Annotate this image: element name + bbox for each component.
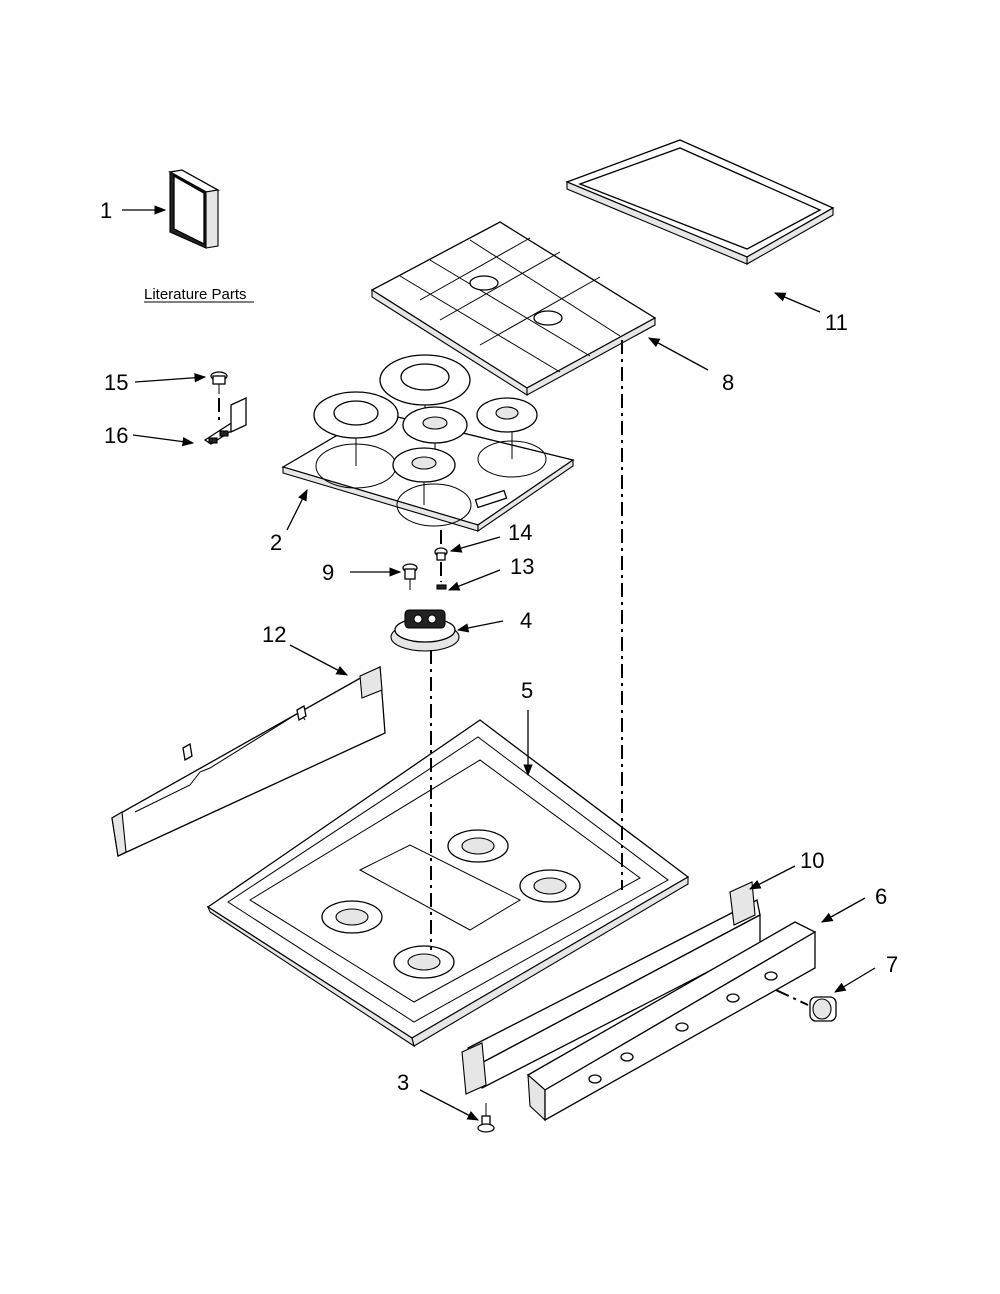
screw-part-9[interactable] [402,563,418,590]
leader-arrows [122,205,876,1121]
callout-5: 5 [521,678,533,703]
assembly-lines [430,340,809,1006]
screw-part-3[interactable] [477,1103,495,1133]
callout-3: 3 [397,1070,409,1095]
callout-12: 12 [262,622,286,647]
callout-6: 6 [875,884,887,909]
callout-16: 16 [104,423,128,448]
bracket-part-16[interactable] [203,396,247,445]
callout-11: 11 [825,310,848,335]
callout-2: 2 [270,530,282,555]
spring-part-13[interactable] [436,562,447,590]
callout-7: 7 [886,952,898,977]
callout-15: 15 [104,370,128,395]
control-knob-part[interactable] [809,996,837,1022]
callout-labels: 1 2 3 4 5 6 7 8 9 10 11 12 13 14 15 16 [100,198,898,1095]
burner-grate-part[interactable] [370,221,657,396]
callout-1: 1 [100,198,112,223]
callout-8: 8 [722,370,734,395]
manifold-panel-part[interactable] [526,921,817,1122]
callout-4: 4 [520,608,532,633]
literature-parts-label: Literature Parts [144,286,247,303]
rear-panel-part[interactable] [111,665,386,857]
control-bracket-part[interactable] [461,881,761,1095]
literature-booklet-part[interactable] [168,169,220,249]
callout-9: 9 [322,560,334,585]
burner-caps-part[interactable] [313,354,538,505]
callout-10: 10 [800,848,824,873]
cooktop-frame-panel-part[interactable] [565,139,835,265]
callout-14: 14 [508,520,532,545]
screw-part-14[interactable] [434,547,448,561]
screw-part-15[interactable] [210,371,228,420]
main-top-part[interactable] [206,719,690,1048]
burner-base-part[interactable] [390,609,460,652]
callout-13: 13 [510,554,534,579]
